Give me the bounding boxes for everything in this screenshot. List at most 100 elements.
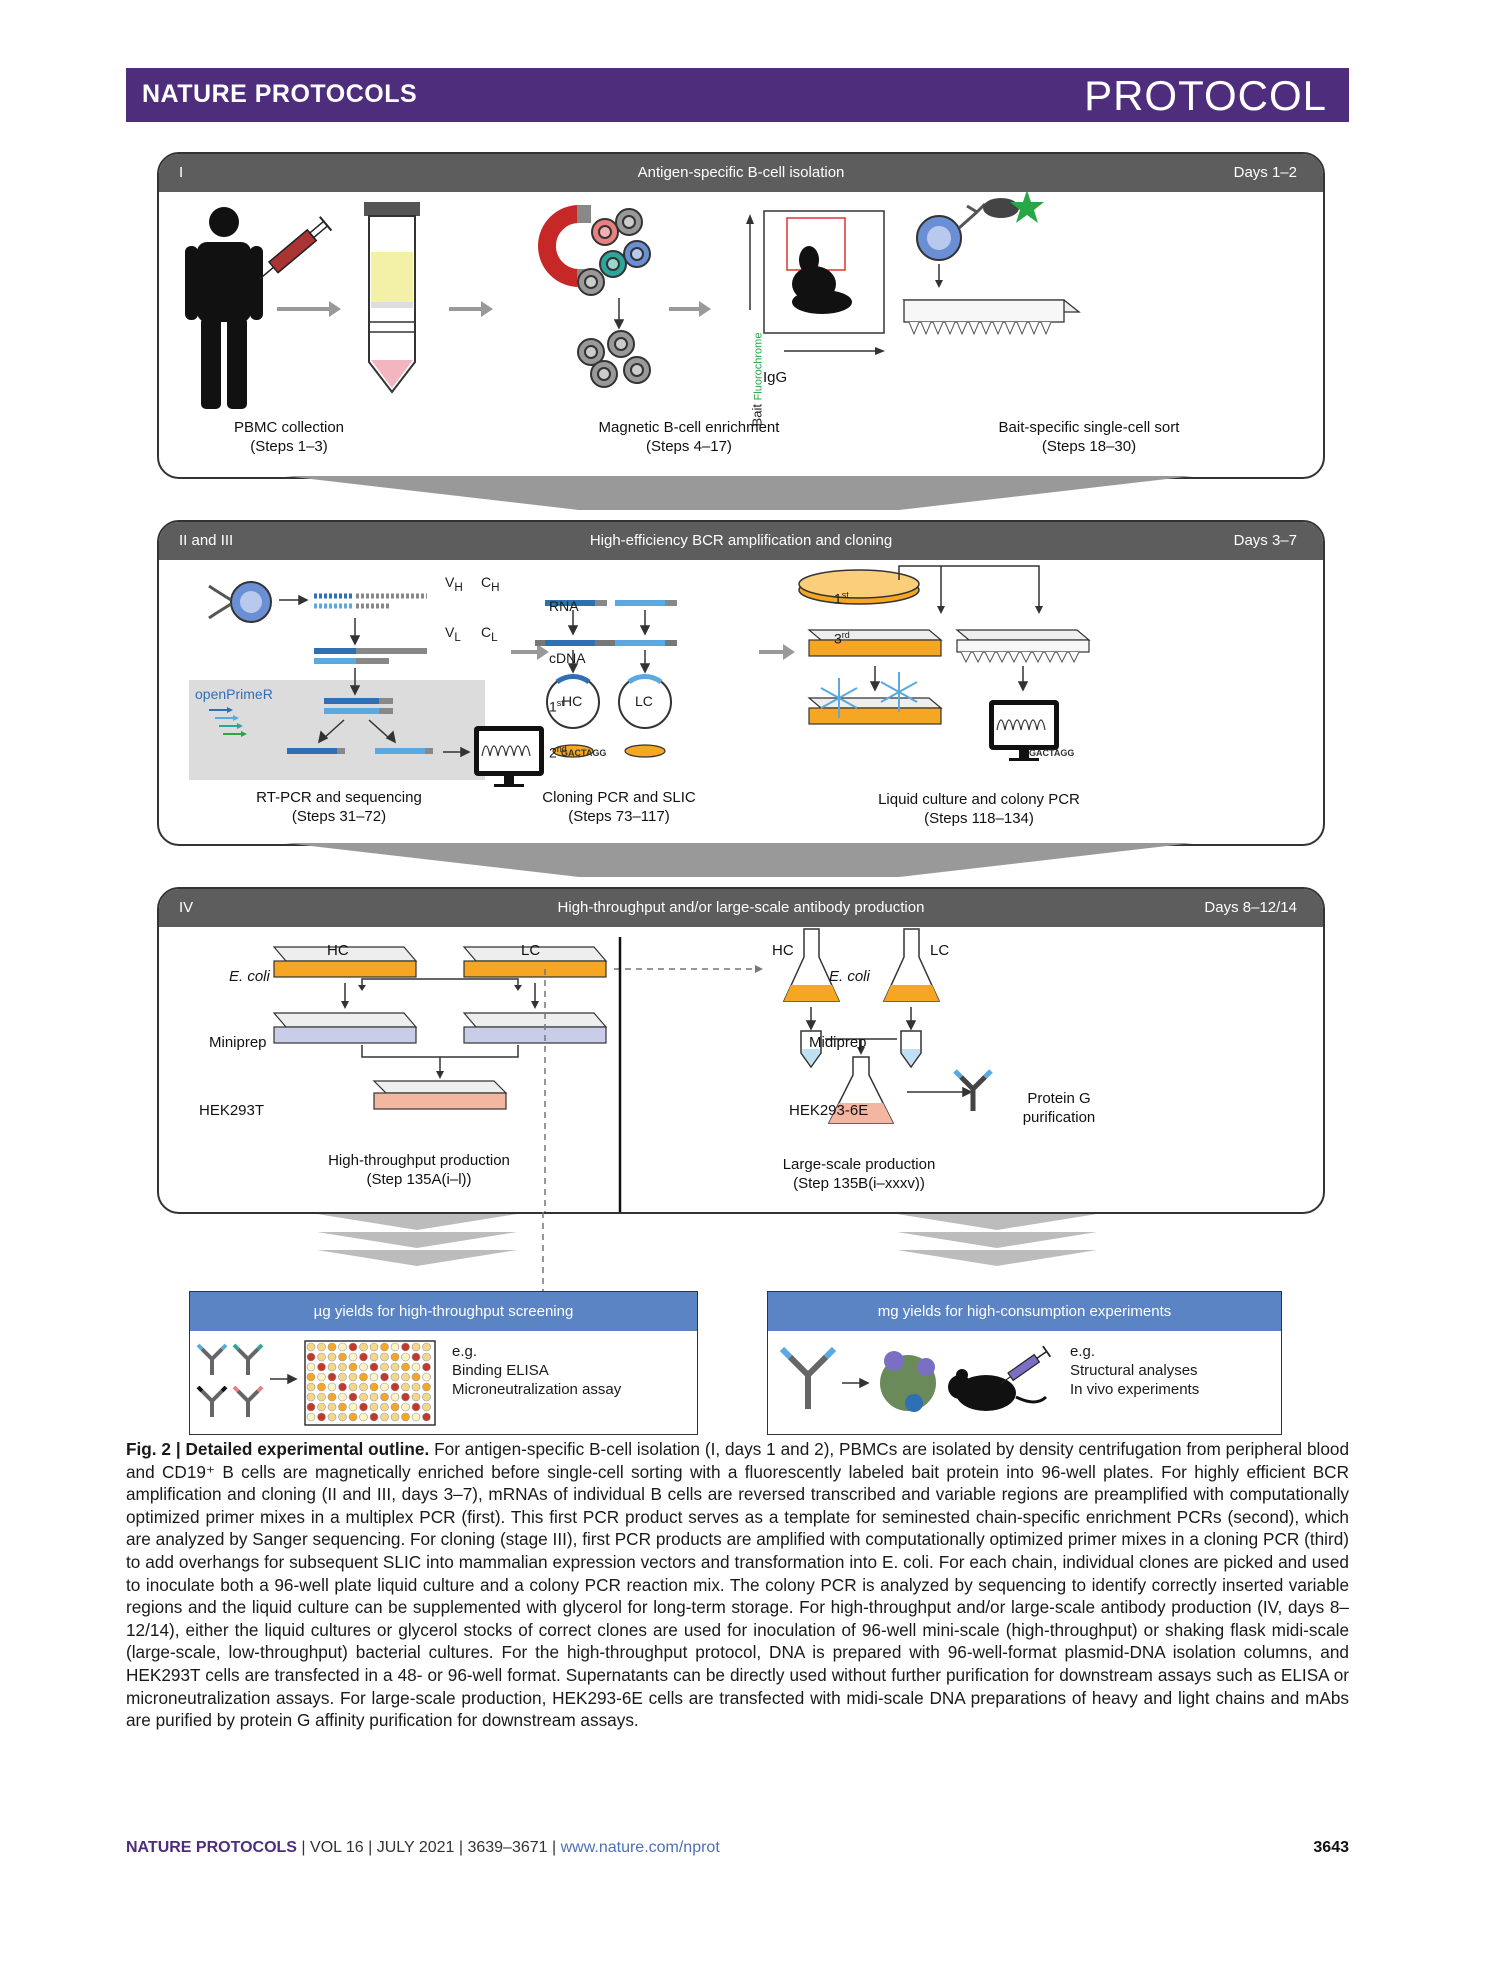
protein-g-line-1: Protein G [1027, 1090, 1091, 1107]
stage-2-illustration [208, 565, 1091, 787]
third-text: 3 [834, 630, 842, 647]
elisa-well [306, 1402, 316, 1412]
stage-4-illustration [272, 928, 993, 1212]
hek293t-label: HEK293T [199, 1102, 265, 1119]
elisa-well [411, 1382, 421, 1392]
elisa-well [401, 1342, 410, 1352]
b-cells-icon [577, 330, 651, 388]
elisa-well [380, 1402, 389, 1412]
stage-1-id: I [179, 164, 184, 181]
cloning-strands [545, 600, 677, 606]
elisa-well [306, 1392, 316, 1402]
elisa-well [306, 1412, 316, 1422]
dashed-arrow [544, 965, 763, 1212]
elisa-well [359, 1392, 368, 1402]
first-sup: st [841, 590, 849, 600]
lc-plasmid-label: LC [635, 693, 653, 709]
second-pcr-strands [287, 748, 433, 754]
stage-4-title: High-throughput and/or large-scale antib… [557, 899, 925, 916]
elisa-well [338, 1412, 347, 1422]
elisa-well [338, 1372, 347, 1382]
connector-1 [285, 476, 1193, 510]
elisa-well [348, 1362, 358, 1372]
elisa-well [390, 1402, 400, 1412]
elisa-well [327, 1402, 337, 1412]
hek293-6e-label: HEK293-6E [789, 1102, 869, 1119]
lc-flask-label: LC [930, 942, 950, 959]
person-icon [185, 207, 263, 409]
elisa-well [369, 1372, 379, 1382]
hek293t-plate-icon [372, 1080, 508, 1110]
elisa-well [390, 1392, 400, 1402]
example-line: e.g. [452, 1343, 478, 1360]
chevrons [317, 1212, 1097, 1292]
structure-mouse-illustration [779, 1345, 1052, 1412]
elisa-well [359, 1362, 368, 1372]
ch-sub: H [491, 580, 500, 594]
cells-icon [577, 208, 651, 296]
third-pcr-label: 3rd [834, 630, 850, 647]
vh-text: V [445, 574, 455, 590]
petri-dish-small-icons [552, 744, 666, 758]
antibody-large-icon [779, 1346, 837, 1409]
arrow-1 [277, 301, 341, 317]
elisa-well [401, 1382, 410, 1392]
elisa-well [359, 1342, 368, 1352]
elisa-well [411, 1412, 421, 1422]
elisa-well [359, 1382, 368, 1392]
elisa-well [338, 1362, 347, 1372]
vl-text: V [445, 624, 455, 640]
connector-2 [285, 843, 1193, 877]
elisa-well [306, 1342, 316, 1352]
stage-1-bar: I Antigen-specific B-cell isolation Days… [159, 154, 1323, 192]
step-label: Magnetic B-cell enrichment [598, 419, 780, 436]
sequencing-monitor-icon [474, 726, 544, 787]
cl-label: CL [481, 624, 498, 644]
hc-ecoli-plate-icon [272, 946, 418, 978]
elisa-well [338, 1392, 347, 1402]
elisa-well [422, 1362, 431, 1372]
antibody-icon [953, 1069, 993, 1111]
stage-1-step-2: Magnetic B-cell enrichment (Steps 4–17) [569, 418, 809, 456]
stage-2-panel: II and III High-efficiency BCR amplifica… [157, 520, 1325, 846]
plasmid-lc-icon [618, 674, 672, 729]
stage-4-days: Days 8–12/14 [1204, 899, 1297, 916]
step-range: (Steps 4–17) [646, 438, 732, 455]
elisa-well [422, 1402, 431, 1412]
elisa-well [306, 1372, 316, 1382]
footer-url[interactable]: www.nature.com/nprot [560, 1839, 720, 1856]
elisa-illustration [196, 1340, 436, 1426]
pick-lines [898, 565, 1040, 610]
caption-label: Fig. 2 | Detailed experimental outline. [126, 1439, 430, 1459]
elisa-well [390, 1412, 400, 1422]
mouse-icon [948, 1369, 1048, 1411]
elisa-well [369, 1362, 379, 1372]
step-label: PBMC collection [233, 419, 345, 436]
facs-x-label: IgG [763, 369, 788, 386]
elisa-well [369, 1382, 379, 1392]
elisa-well [348, 1382, 358, 1392]
elisa-well [327, 1372, 337, 1382]
elisa-well [380, 1392, 389, 1402]
step-range: (Steps 73–117) [568, 808, 670, 825]
elisa-well [401, 1372, 410, 1382]
elisa-well [380, 1412, 389, 1422]
elisa-well [317, 1372, 326, 1382]
midiprep-tubes-icon [800, 1030, 922, 1069]
stage-1-step-1: PBMC collection (Steps 1–3) [179, 418, 399, 456]
elisa-well [390, 1372, 400, 1382]
elisa-well [306, 1382, 316, 1392]
hc-plasmid-label: HC [562, 693, 583, 709]
elisa-well [359, 1412, 368, 1422]
elisa-well [348, 1352, 358, 1362]
hc-miniprep-plate-icon [272, 1012, 418, 1044]
output-box-screening: µg yields for high-throughput screening … [189, 1291, 698, 1435]
step-label: Cloning PCR and SLIC [542, 789, 696, 806]
first-pcr-label: 1st [549, 698, 564, 715]
elisa-well [369, 1352, 379, 1362]
elisa-well [317, 1412, 326, 1422]
elisa-well [380, 1362, 389, 1372]
elisa-well [422, 1392, 431, 1402]
protein-structure-icon [880, 1351, 936, 1412]
elisa-well [380, 1352, 389, 1362]
